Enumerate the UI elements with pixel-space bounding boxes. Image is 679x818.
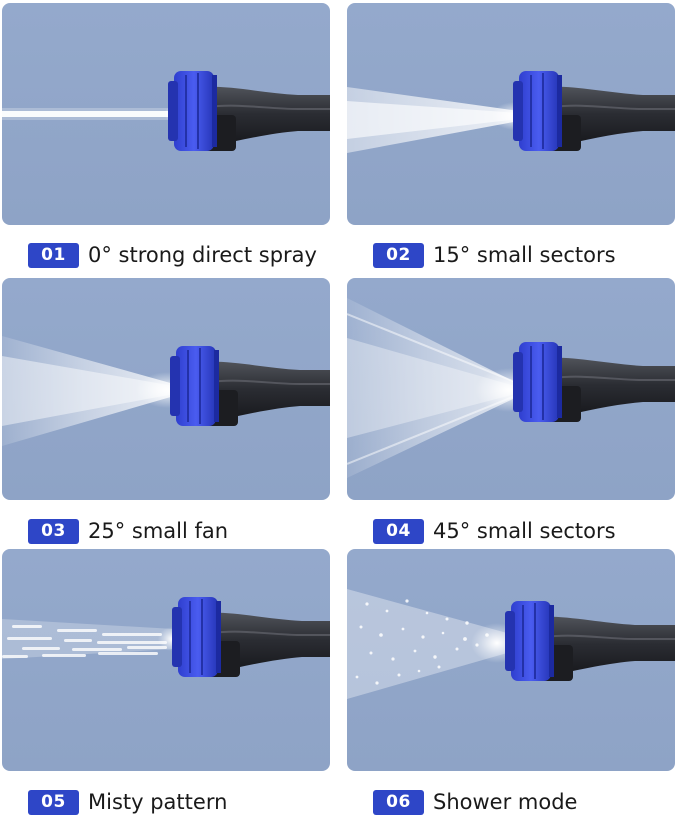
mode-label: Shower mode: [433, 790, 578, 814]
mode-label: 0° strong direct spray: [88, 243, 317, 267]
spray-nozzle-icon: [347, 70, 675, 153]
mode-caption-06: 06 Shower mode: [373, 787, 577, 817]
mode-number-badge: 04: [373, 518, 424, 544]
mode-number-badge: 06: [373, 789, 424, 815]
spray-mode-panel-03: [2, 278, 330, 500]
mode-label: Misty pattern: [88, 790, 228, 814]
mode-label: 15° small sectors: [433, 243, 616, 267]
mode-caption-05: 05 Misty pattern: [28, 787, 227, 817]
mode-label: 25° small fan: [88, 519, 229, 543]
spray-mode-panel-04: [347, 278, 675, 500]
mode-label: 45° small sectors: [433, 519, 616, 543]
spray-mode-panel-06: [347, 549, 675, 771]
spray-nozzle-icon: [2, 70, 330, 152]
mode-number-badge: 05: [28, 789, 79, 815]
mode-number-badge: 01: [28, 242, 79, 268]
spray-mode-panel-02: [347, 3, 675, 225]
spray-nozzle-icon: [347, 298, 675, 478]
mode-caption-01: 01 0° strong direct spray: [28, 240, 317, 270]
mode-number-badge: 03: [28, 518, 79, 544]
spray-mode-panel-01: [2, 3, 330, 225]
mode-caption-03: 03 25° small fan: [28, 516, 228, 546]
mode-number-badge: 02: [373, 242, 424, 268]
spray-mode-panel-05: [2, 549, 330, 771]
mode-caption-04: 04 45° small sectors: [373, 516, 616, 546]
mode-caption-02: 02 15° small sectors: [373, 240, 616, 270]
spray-nozzle-icon: [2, 336, 330, 446]
spray-nozzle-icon: [2, 596, 330, 678]
spray-nozzle-icon: [347, 589, 675, 699]
